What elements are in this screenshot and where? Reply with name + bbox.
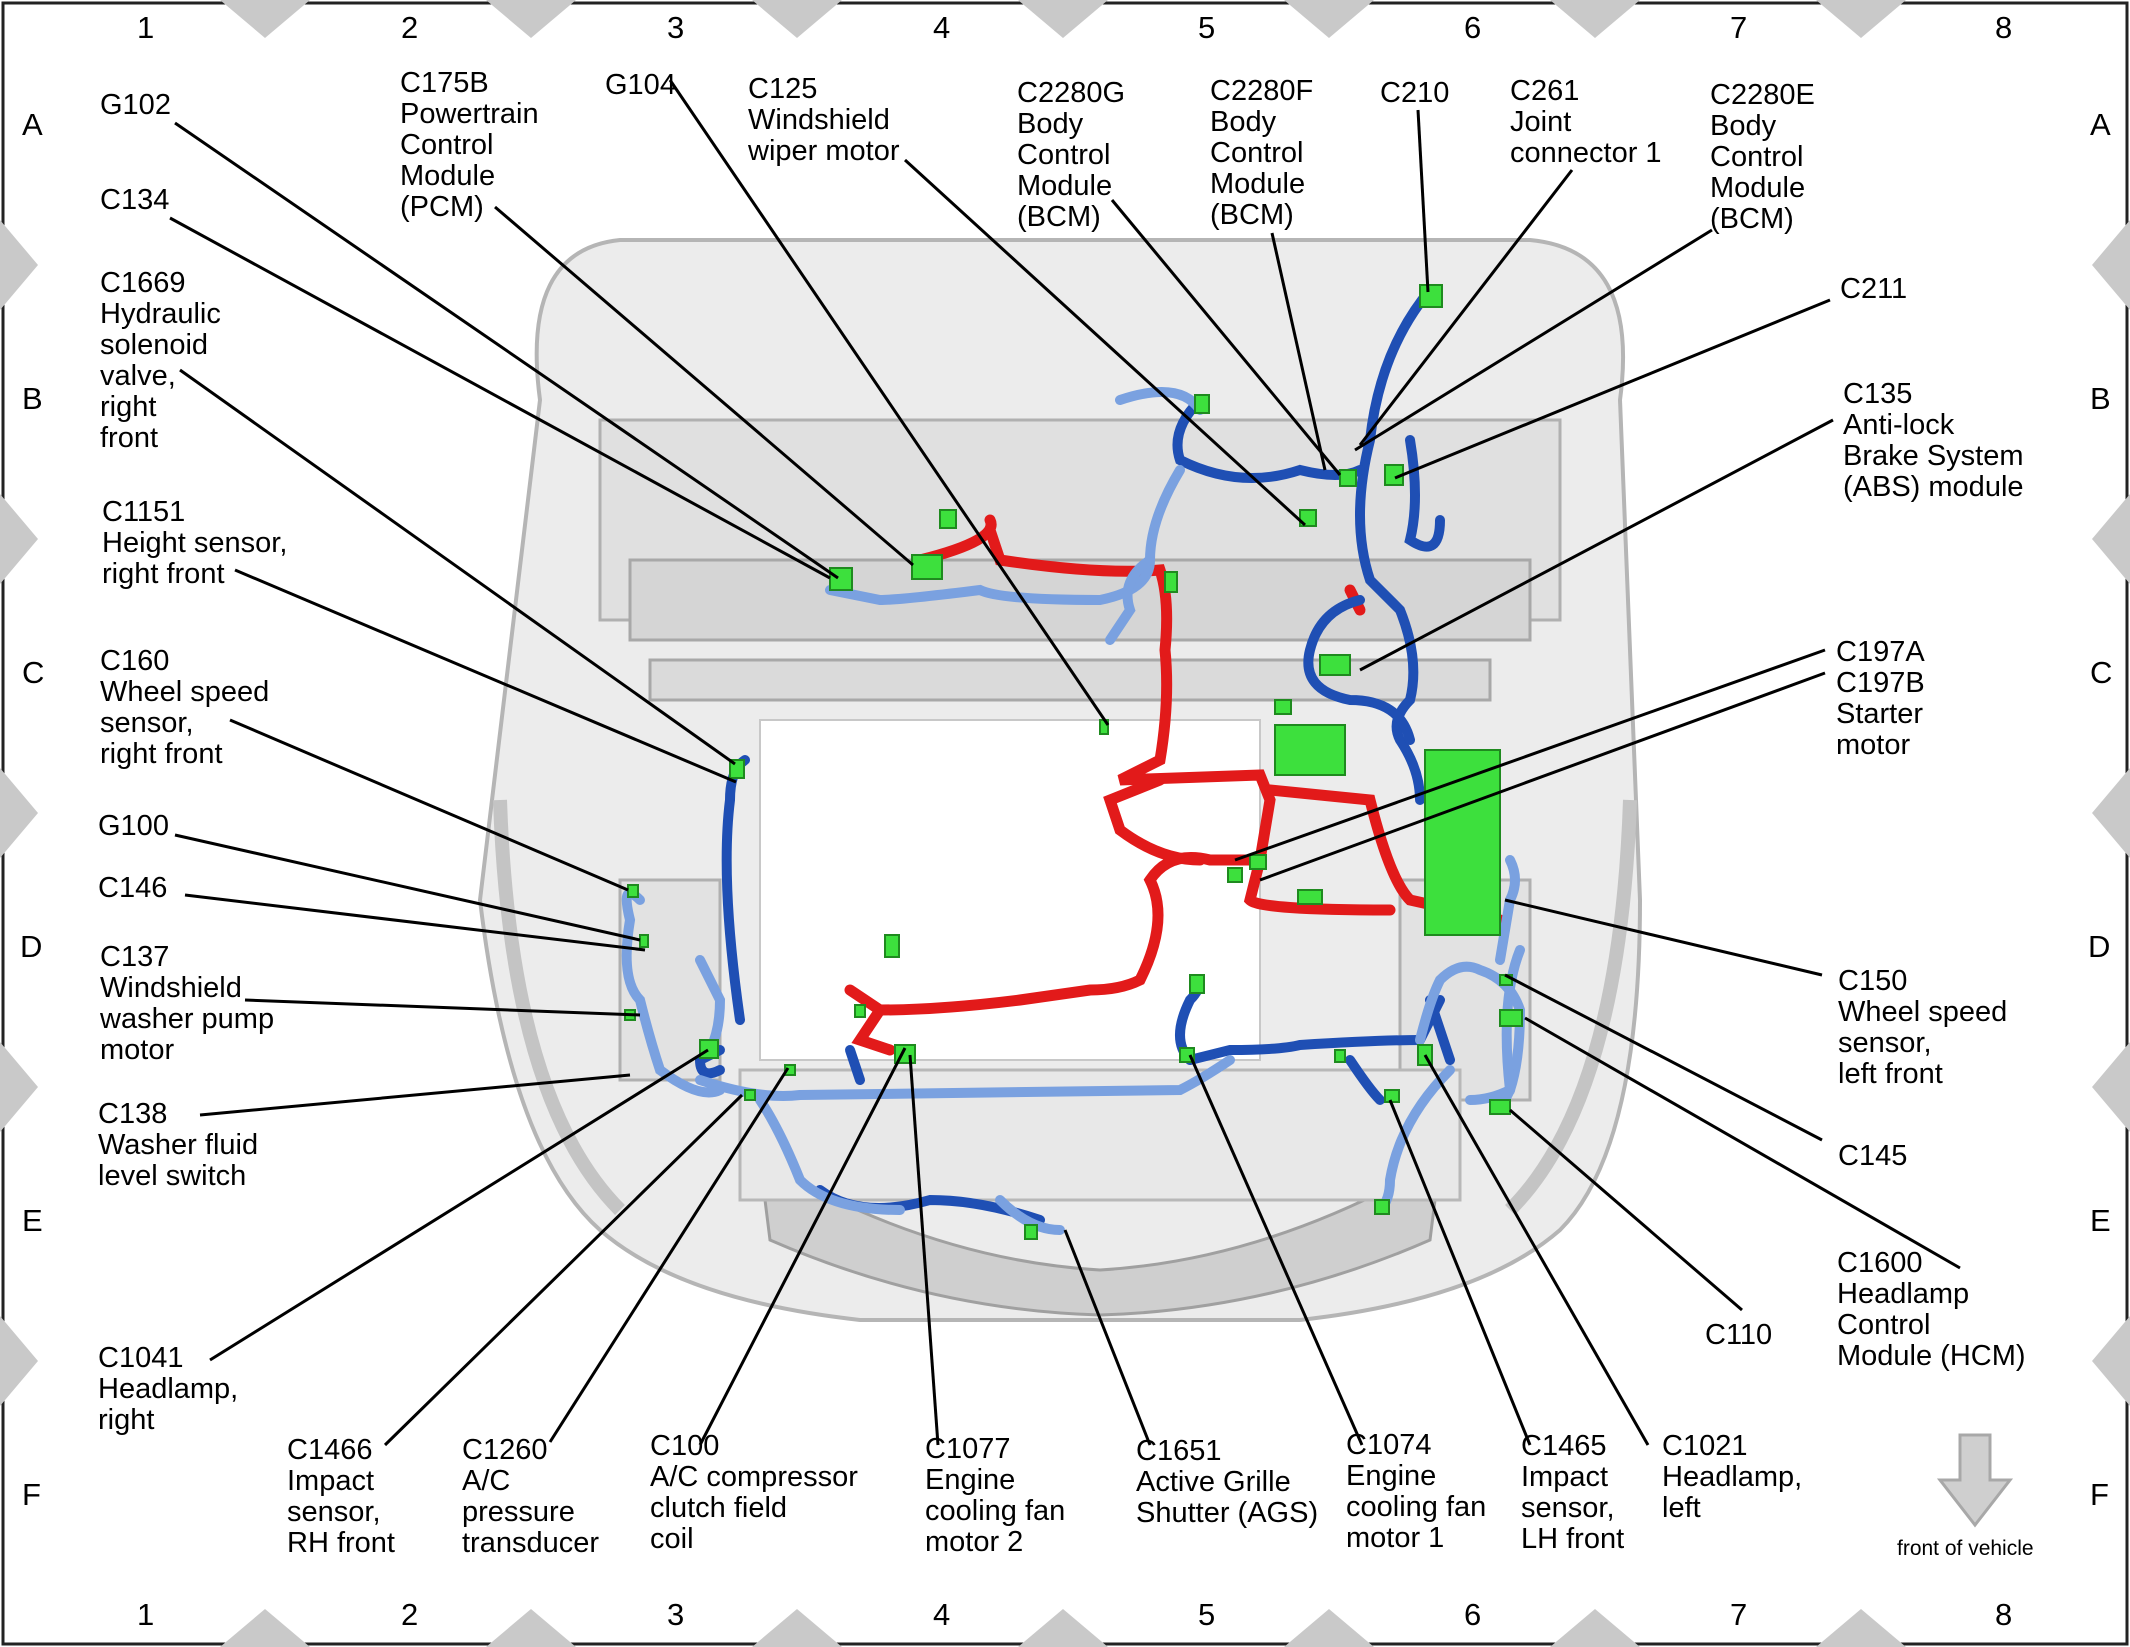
label-c2280f: C2280F Body Control Module (BCM) [1210,75,1314,231]
grid-col-bottom-5: 5 [1198,1597,1216,1632]
frame-marker-top-5 [1550,0,1640,38]
frame-marker-right-3 [2092,1042,2130,1132]
grid-col-top-5: 5 [1198,10,1216,45]
label-c1600: C1600 Headlamp Control Module (HCM) [1837,1247,2026,1372]
frame-marker-left-3 [0,1042,38,1132]
label-c197: C197A C197B Starter motor [1836,636,1925,761]
label-c2280g: C2280G Body Control Module (BCM) [1017,77,1126,233]
grid-row-left-b: B [22,381,43,416]
blue-harness [694,285,1455,1225]
frame-marker-left-4 [0,1316,38,1406]
label-c211: C211 [1840,273,1908,305]
leader-lines [169,79,1961,1447]
label-c125: C125 Windshield wiper motor [748,73,900,167]
light-blue-harness [621,387,1526,1235]
frame-marker-bottom-5 [1550,1609,1640,1647]
label-c145: C145 [1838,1140,1908,1172]
label-c134: C134 [100,184,170,216]
grid-col-bottom-4: 4 [933,1597,951,1632]
label-c138: C138 Washer fluid level switch [98,1098,259,1192]
label-c1669: C1669 Hydraulic solenoid valve, right fr… [100,267,221,454]
connectors [624,284,1523,1240]
frame-marker-bottom-4 [1284,1609,1374,1647]
label-c135: C135 Anti-lock Brake System (ABS) module [1843,378,2024,503]
grid-row-right-b: B [2090,381,2111,416]
grid-col-top-8: 8 [1995,10,2013,45]
label-c1465: C1465 Impact sensor, LH front [1521,1430,1625,1555]
grid-col-top-3: 3 [667,10,685,45]
frame-marker-top-3 [1018,0,1108,38]
grid-col-bottom-7: 7 [1730,1597,1748,1632]
grid-row-left-a: A [22,107,43,142]
label-g104: G104 [605,69,676,101]
grid-col-top-7: 7 [1730,10,1748,45]
grid-row-right-f: F [2090,1477,2109,1512]
frame-marker-right-2 [2092,768,2130,858]
label-c261: C261 Joint connector 1 [1510,75,1662,169]
label-c1466: C1466 Impact sensor, RH front [287,1434,395,1559]
frame-marker-bottom-0 [220,1609,310,1647]
frame-marker-right-0 [2092,220,2130,310]
label-g100: G100 [98,810,169,842]
label-c150: C150 Wheel speed sensor, left front [1838,965,2008,1090]
label-c1651: C1651 Active Grille Shutter (AGS) [1136,1435,1319,1529]
grid-row-left-d: D [20,929,43,964]
frame-marker-top-0 [220,0,310,38]
grid-row-left-c: C [22,655,45,690]
frame-marker-right-4 [2092,1316,2130,1406]
frame-marker-top-1 [486,0,576,38]
frame-marker-bottom-2 [752,1609,842,1647]
label-c1041: C1041 Headlamp, right [98,1342,239,1436]
frame-marker-bottom-6 [1816,1609,1906,1647]
label-c1021: C1021 Headlamp, left [1662,1430,1803,1524]
label-c2280e: C2280E Body Control Module (BCM) [1710,79,1815,235]
frame-marker-top-6 [1816,0,1906,38]
label-g102: G102 [100,89,171,121]
label-c160: C160 Wheel speed sensor, right front [100,645,270,770]
grid-col-bottom-3: 3 [667,1597,685,1632]
label-c110: C110 [1705,1319,1773,1351]
grid-col-top-6: 6 [1464,10,1482,45]
label-c146: C146 [98,872,168,904]
grid-row-left-f: F [22,1477,41,1512]
frame-marker-left-0 [0,220,38,310]
frame-marker-bottom-1 [486,1609,576,1647]
label-c210: C210 [1380,77,1450,109]
grid-col-top-1: 1 [137,10,155,45]
grid-col-top-2: 2 [401,10,419,45]
label-c1260: C1260 A/C pressure transducer [462,1434,600,1559]
grid-col-bottom-2: 2 [401,1597,419,1632]
grid-row-right-c: C [2090,655,2113,690]
grid-col-top-4: 4 [933,10,951,45]
grid-row-right-a: A [2090,107,2111,142]
label-c1074: C1074 Engine cooling fan motor 1 [1346,1429,1487,1554]
frame-marker-top-2 [752,0,842,38]
grid-col-bottom-6: 6 [1464,1597,1482,1632]
label-c137: C137 Windshield washer pump motor [100,941,275,1066]
label-c175b: C175B Powertrain Control Module (PCM) [400,67,539,223]
grid-row-right-d: D [2088,929,2111,964]
label-c1151: C1151 Height sensor, right front [102,496,288,590]
frame-marker-left-1 [0,494,38,584]
frame-marker-top-4 [1284,0,1374,38]
grid-row-left-e: E [22,1203,43,1238]
label-c1077: C1077 Engine cooling fan motor 2 [925,1433,1066,1558]
front-of-vehicle-label: front of vehicle [1897,1537,2034,1560]
down-arrow-icon [1936,1433,2014,1528]
grid-col-bottom-1: 1 [137,1597,155,1632]
grid-col-bottom-8: 8 [1995,1597,2013,1632]
label-c100: C100 A/C compressor clutch field coil [650,1430,858,1555]
grid-row-right-e: E [2090,1203,2111,1238]
frame-marker-left-2 [0,768,38,858]
frame-marker-bottom-3 [1018,1609,1108,1647]
frame-marker-right-1 [2092,494,2130,584]
